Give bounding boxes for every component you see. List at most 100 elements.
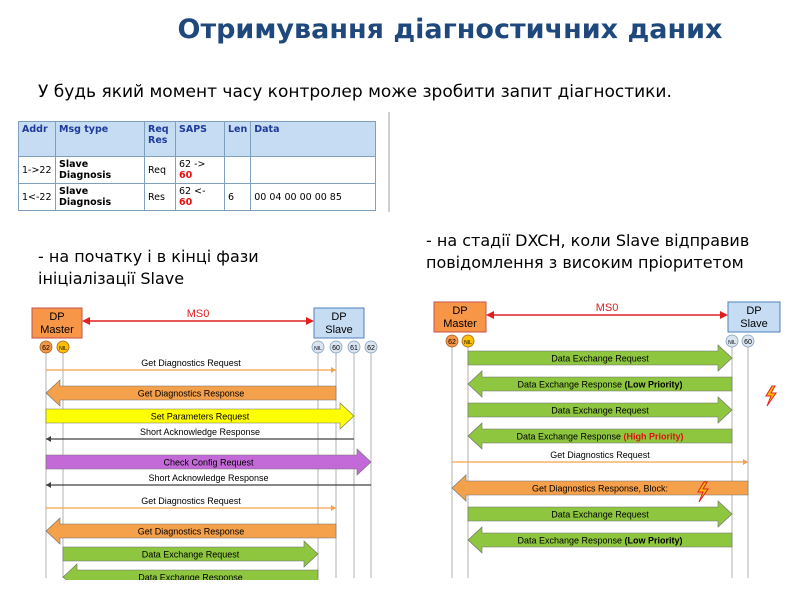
- sap-label: 61: [350, 345, 358, 352]
- message-label: Get Diagnostics Request: [141, 496, 241, 506]
- header-req-res: Req Res: [144, 121, 176, 157]
- ms0-label: MS0: [187, 308, 210, 320]
- left-caption-line: ініціалізації Slave: [38, 269, 185, 288]
- sap-label: 62: [42, 345, 50, 352]
- message-label: Data Exchange Response: [138, 573, 243, 581]
- master-box: [31, 307, 83, 339]
- sap-circle: [347, 340, 361, 354]
- ms0-arrowhead: [306, 317, 314, 325]
- ms0-arrowhead: [486, 311, 494, 319]
- message-arrow: [467, 422, 733, 450]
- frame-table: Addr Msg type Req Res SAPS Len Data 1->2…: [18, 121, 377, 211]
- cell-req-res: Res: [144, 183, 176, 211]
- message-arrow: [45, 517, 337, 545]
- cell-saps: 62 <- 60: [175, 183, 225, 211]
- cell-len: 6: [223, 183, 252, 211]
- sap-label: 62: [367, 345, 375, 352]
- master-label: DP: [49, 311, 64, 323]
- sap-circle: [364, 340, 378, 354]
- message-arrow: [62, 563, 319, 580]
- saps-dir: 62 ->: [179, 159, 206, 170]
- message-label: Short Acknowledge Response: [148, 473, 268, 483]
- message-label: Data Exchange Response (Low Priority): [517, 536, 682, 546]
- message-label: Get Diagnostics Request: [550, 450, 650, 460]
- message-label: Data Exchange Request: [142, 550, 240, 560]
- cell-saps: 62 -> 60: [175, 156, 225, 184]
- message-arrowhead: [46, 482, 51, 488]
- cell-addr: 1->22: [18, 156, 56, 184]
- left-caption: - на початку і в кінці фази ініціалізаці…: [38, 246, 259, 290]
- message-arrow: [467, 526, 733, 554]
- page-title: Отримування діагностичних даних: [177, 14, 723, 45]
- message-label: Short Acknowledge Response: [140, 427, 260, 437]
- sap-label: 60: [744, 339, 752, 346]
- left-caption-line: - на початку і в кінці фази: [38, 247, 259, 266]
- slave-label: Slave: [325, 324, 353, 336]
- cell-data: 00 04 00 00 00 85: [250, 183, 377, 211]
- saps-sap: 60: [179, 170, 193, 181]
- header-msg-type: Msg type: [55, 121, 145, 157]
- message-label: Get Diagnostics Request: [141, 358, 241, 368]
- message-label: Get Diagnostics Response, Block:: [532, 484, 668, 494]
- message-arrow: [62, 540, 319, 568]
- message-label-suffix: (High Priority): [624, 432, 684, 442]
- message-label: Data Exchange Response (High Priority): [516, 432, 683, 442]
- right-caption: - на стадії DXCH, коли Slave відправив п…: [426, 230, 749, 274]
- header-data: Data: [250, 121, 377, 157]
- sap-label: 62: [448, 339, 456, 346]
- cell-req-res: Req: [144, 156, 176, 184]
- sap-circle: [329, 340, 343, 354]
- header-saps: SAPS: [175, 121, 225, 157]
- saps-dir: 62 <-: [179, 186, 206, 197]
- cell-data: [250, 156, 377, 184]
- message-arrow: [467, 396, 733, 424]
- cell-len: [223, 156, 252, 184]
- sap-circle: [725, 334, 739, 348]
- table-row: 1->22 Slave Diagnosis Req 62 -> 60: [18, 156, 377, 184]
- sap-label: NIL: [728, 340, 736, 346]
- header-addr: Addr: [18, 121, 56, 157]
- sap-circle: [445, 334, 459, 348]
- right-caption-line: - на стадії DXCH, коли Slave відправив: [426, 231, 750, 250]
- message-arrow: [45, 448, 372, 476]
- message-label: Check Config Request: [163, 458, 254, 468]
- slave-label: DP: [331, 311, 346, 323]
- table-header-row: Addr Msg type Req Res SAPS Len Data: [18, 121, 377, 157]
- lightning-icon: [697, 481, 709, 503]
- sap-label: NIL: [314, 346, 322, 352]
- cell-msg-type: Slave Diagnosis: [55, 183, 145, 211]
- ms0-arrowhead: [720, 311, 728, 319]
- message-arrow: [467, 370, 733, 398]
- saps-sap: 60: [179, 197, 193, 208]
- master-label: DP: [452, 305, 467, 317]
- master-box: [433, 301, 487, 333]
- message-label: Data Exchange Request: [551, 406, 649, 416]
- cell-addr: 1<-22: [18, 183, 56, 211]
- table-frame: [14, 112, 390, 212]
- sap-label: 60: [332, 345, 340, 352]
- right-caption-line: повідомлення з високим пріоритетом: [426, 253, 744, 272]
- lightning-icon: [765, 385, 777, 407]
- message-label: Data Exchange Request: [551, 354, 649, 364]
- message-label: Set Parameters Request: [151, 412, 250, 422]
- intro-text: У будь який момент часу контролер може з…: [38, 82, 672, 102]
- sap-circle: [39, 340, 53, 354]
- slave-box: [727, 301, 781, 333]
- cell-msg-type: Slave Diagnosis: [55, 156, 145, 184]
- sap-circle: [56, 340, 70, 354]
- message-arrow: [45, 402, 355, 430]
- sap-circle: [741, 334, 755, 348]
- message-arrow: [467, 500, 733, 528]
- message-label: Data Exchange Request: [551, 510, 649, 520]
- table-row: 1<-22 Slave Diagnosis Res 62 <- 60 6 00 …: [18, 183, 377, 211]
- master-label: Master: [40, 324, 74, 336]
- sap-label: NIL: [464, 340, 472, 346]
- message-label-suffix: (Low Priority): [625, 536, 683, 546]
- ms0-arrowhead: [82, 317, 90, 325]
- message-label-suffix: (Low Priority): [625, 380, 683, 390]
- master-label: Master: [443, 318, 477, 330]
- header-len: Len: [223, 121, 252, 157]
- slave-label: Slave: [740, 318, 768, 330]
- message-label: Data Exchange Response (Low Priority): [517, 380, 682, 390]
